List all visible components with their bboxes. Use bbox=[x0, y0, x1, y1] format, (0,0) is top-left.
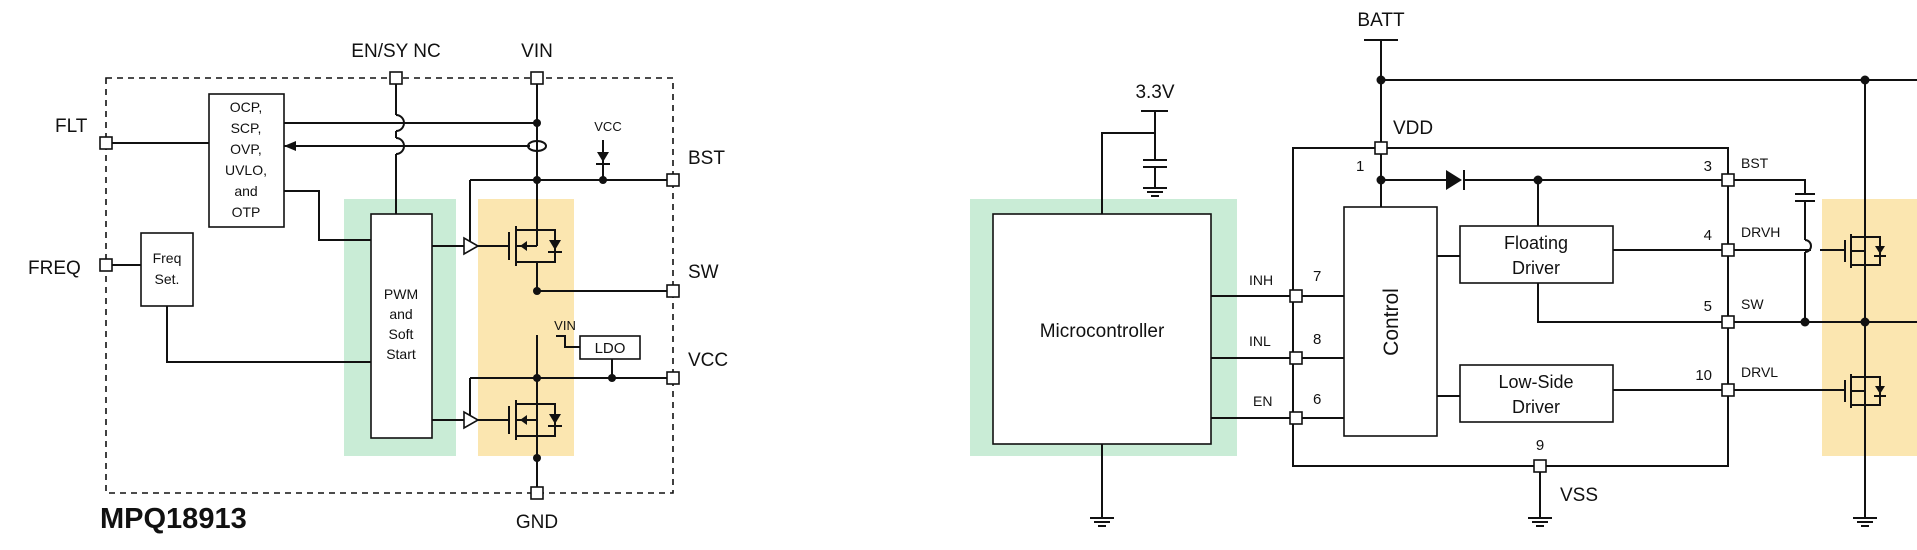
pwm-block-line-4: Start bbox=[386, 346, 416, 362]
microcontroller-label: Microcontroller bbox=[1040, 321, 1165, 342]
vin-pin bbox=[530, 71, 544, 85]
sw-pin-right bbox=[1721, 315, 1735, 329]
part-number-label: MPQ18913 bbox=[100, 503, 247, 535]
ldo-block bbox=[579, 335, 641, 360]
batt-label: BATT bbox=[1357, 10, 1405, 31]
low-side-mosfet bbox=[478, 378, 562, 458]
ldo-label: LDO bbox=[595, 340, 626, 357]
ldo-vin-label: VIN bbox=[554, 318, 576, 333]
protection-line-2: SCP, bbox=[231, 120, 262, 136]
flt-pin bbox=[99, 136, 113, 150]
protection-line-5: and bbox=[234, 183, 257, 199]
bst-pin-number: 3 bbox=[1704, 158, 1712, 175]
vcc-diode-label: VCC bbox=[594, 119, 621, 134]
sw-label: SW bbox=[688, 262, 719, 283]
freq-label: FREQ bbox=[28, 258, 81, 279]
supply-3v3-label: 3.3V bbox=[1135, 82, 1174, 103]
vss-pin bbox=[1533, 459, 1547, 473]
vss-label: VSS bbox=[1560, 485, 1598, 506]
en-pin-number: 6 bbox=[1313, 391, 1321, 408]
low-side-driver-line-1: Low-Side bbox=[1498, 372, 1573, 392]
inl-pin-number: 8 bbox=[1313, 331, 1321, 348]
floating-driver-block bbox=[1459, 225, 1614, 284]
left-schematic: FLT FREQ EN/SY NC VIN BST SW VCC GND MPQ… bbox=[28, 41, 728, 535]
gnd-pin bbox=[530, 486, 544, 500]
freq-block-line-2: Set. bbox=[155, 271, 180, 287]
high-side-mosfet bbox=[478, 216, 562, 291]
bridge-fet-highlight-region bbox=[1822, 199, 1917, 456]
vcc-pin bbox=[666, 371, 680, 385]
drvl-pin bbox=[1721, 383, 1735, 397]
inl-pin bbox=[1289, 351, 1303, 365]
drvh-pin-name: DRVH bbox=[1741, 224, 1780, 240]
floating-driver-line-1: Floating bbox=[1504, 233, 1568, 253]
flt-label: FLT bbox=[55, 116, 88, 137]
drvl-pin-name: DRVL bbox=[1741, 364, 1778, 380]
bst-pin-right bbox=[1721, 173, 1735, 187]
low-side-bridge-mosfet bbox=[1844, 374, 1886, 408]
bootstrap-diode bbox=[1446, 170, 1465, 190]
inh-pin bbox=[1289, 289, 1303, 303]
vin-label: VIN bbox=[521, 41, 553, 62]
pwm-block-line-3: Soft bbox=[389, 326, 414, 342]
vss-pin-number: 9 bbox=[1536, 437, 1544, 454]
sw-pin-number: 5 bbox=[1704, 298, 1712, 315]
control-label: Control bbox=[1380, 288, 1403, 356]
control-block bbox=[1343, 206, 1438, 437]
en-pin-name: EN bbox=[1253, 393, 1272, 409]
freq-pin bbox=[99, 258, 113, 272]
protection-line-1: OCP, bbox=[230, 99, 262, 115]
bst-label: BST bbox=[688, 148, 725, 169]
gnd-label: GND bbox=[516, 512, 558, 533]
inh-pin-number: 7 bbox=[1313, 268, 1321, 285]
sw-pin bbox=[666, 284, 680, 298]
drvl-pin-number: 10 bbox=[1695, 367, 1712, 384]
protection-line-3: OVP, bbox=[230, 141, 262, 157]
bst-pin bbox=[666, 173, 680, 187]
low-side-driver-buffer bbox=[463, 410, 480, 430]
vdd-label: VDD bbox=[1393, 118, 1433, 139]
microcontroller-block bbox=[992, 213, 1212, 445]
high-side-driver-buffer bbox=[463, 236, 480, 256]
right-schematic: BATT 3.3V VDD VSS 1 9 Microcontroller Co… bbox=[970, 10, 1917, 527]
vdd-pin-number: 1 bbox=[1356, 158, 1364, 175]
protection-block bbox=[208, 93, 285, 228]
freq-set-block bbox=[140, 232, 194, 307]
freq-block-line-1: Freq bbox=[153, 250, 182, 266]
right-wires bbox=[1090, 39, 1917, 527]
floating-driver-line-2: Driver bbox=[1512, 258, 1560, 278]
pwm-block-line-1: PWM bbox=[384, 286, 418, 302]
en-pin bbox=[1289, 411, 1303, 425]
vdd-pin bbox=[1374, 141, 1388, 155]
vcc-label: VCC bbox=[688, 350, 728, 371]
bst-pin-name: BST bbox=[1741, 155, 1769, 171]
en-sync-label: EN/SY NC bbox=[351, 41, 440, 62]
inh-pin-name: INH bbox=[1249, 272, 1273, 288]
pwm-block-line-2: and bbox=[389, 306, 412, 322]
pwm-soft-start-block bbox=[370, 213, 433, 439]
inl-pin-name: INL bbox=[1249, 333, 1271, 349]
left-wires bbox=[106, 78, 673, 493]
sw-pin-name: SW bbox=[1741, 296, 1764, 312]
drvh-pin-number: 4 bbox=[1704, 227, 1712, 244]
protection-line-6: OTP bbox=[232, 204, 261, 220]
protection-line-4: UVLO, bbox=[225, 162, 267, 178]
en-sync-pin bbox=[389, 71, 403, 85]
low-side-driver-block bbox=[1459, 364, 1614, 423]
drvh-pin bbox=[1721, 243, 1735, 257]
high-side-bridge-mosfet bbox=[1844, 234, 1886, 268]
low-side-driver-line-2: Driver bbox=[1512, 397, 1560, 417]
